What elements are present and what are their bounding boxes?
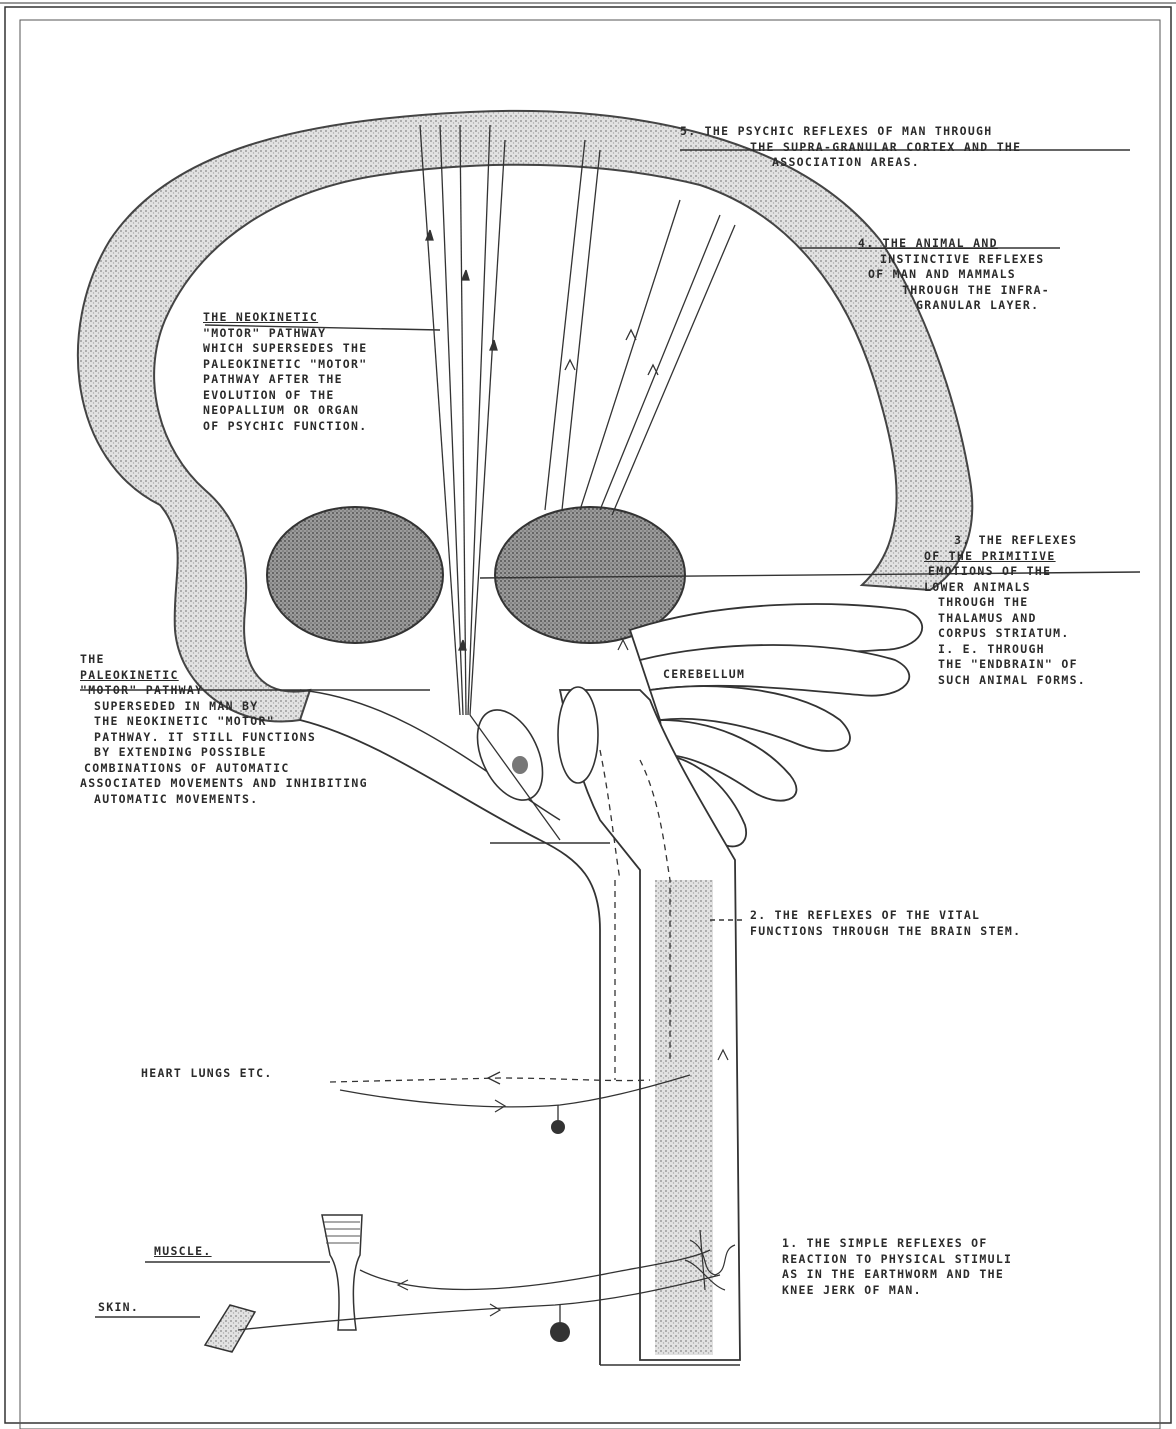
visceral-ganglion [551, 1120, 565, 1134]
subthalamic-nucleus [558, 687, 598, 783]
label-neokinetic-pathway: THE NEOKINETIC "MOTOR" PATHWAY WHICH SUP… [203, 310, 367, 434]
label-line: AUTOMATIC MOVEMENTS. [80, 792, 368, 808]
label-line: EMOTIONS OF THE [924, 564, 1086, 580]
label-line: OF MAN AND MAMMALS [858, 267, 1050, 283]
label-line: KNEE JERK OF MAN. [782, 1283, 1012, 1299]
label-line: SKIN. [98, 1300, 139, 1316]
label-line: FUNCTIONS THROUGH THE BRAIN STEM. [750, 924, 1021, 940]
label-line: PATHWAY AFTER THE [203, 372, 367, 388]
dorsal-root-ganglion [550, 1322, 570, 1342]
label-line: THE "ENDBRAIN" OF [924, 657, 1086, 673]
label-line: THE NEOKINETIC [203, 310, 367, 326]
visceral-afferent [340, 1075, 690, 1107]
label-line: NEOPALLIUM OR ORGAN [203, 403, 367, 419]
label-line: OF PSYCHIC FUNCTION. [203, 419, 367, 435]
label-line: GRANULAR LAYER. [858, 298, 1050, 314]
label-line: EVOLUTION OF THE [203, 388, 367, 404]
label-skin: SKIN. [98, 1300, 139, 1316]
label-line: THROUGH THE INFRA- [858, 283, 1050, 299]
label-line: "MOTOR" PATHWAY [203, 326, 367, 342]
red-nucleus [464, 700, 555, 811]
label-simple-reflexes: 1. THE SIMPLE REFLEXES OF REACTION TO PH… [782, 1236, 1012, 1298]
label-line: 5. THE PSYCHIC REFLEXES OF MAN THROUGH [680, 124, 1021, 140]
label-line: I. E. THROUGH [924, 642, 1086, 658]
label-animal-reflexes: 4. THE ANIMAL AND INSTINCTIVE REFLEXES O… [858, 236, 1050, 314]
label-line: COMBINATIONS OF AUTOMATIC [80, 761, 368, 777]
label-line: 3. THE REFLEXES [924, 533, 1086, 549]
label-line: "MOTOR" PATHWAY [80, 683, 368, 699]
label-line: PATHWAY. IT STILL FUNCTIONS [80, 730, 368, 746]
muscle-shape [322, 1215, 362, 1330]
label-line: THE [80, 652, 368, 668]
label-line: SUCH ANIMAL FORMS. [924, 673, 1086, 689]
label-line: PALEOKINETIC [80, 668, 368, 684]
label-line: THE SUPRA-GRANULAR CORTEX AND THE [680, 140, 1021, 156]
label-paleokinetic-pathway: THE PALEOKINETIC "MOTOR" PATHWAY SUPERSE… [80, 652, 368, 807]
label-psychic-reflexes: 5. THE PSYCHIC REFLEXES OF MAN THROUGH T… [680, 124, 1021, 171]
label-primitive-emotions: 3. THE REFLEXES OF THE PRIMITIVE EMOTION… [924, 533, 1086, 688]
label-line: OF THE PRIMITIVE [924, 549, 1086, 565]
label-line: REACTION TO PHYSICAL STIMULI [782, 1252, 1012, 1268]
label-cerebellum: CEREBELLUM [663, 667, 745, 683]
label-heart-lungs: HEART LUNGS ETC. [141, 1066, 273, 1082]
label-line: SUPERSEDED IN MAN BY [80, 699, 368, 715]
label-line: AS IN THE EARTHWORM AND THE [782, 1267, 1012, 1283]
label-line: PALEOKINETIC "MOTOR" [203, 357, 367, 373]
corpus-striatum-nucleus [267, 507, 443, 643]
thalamocortical-pathways [545, 140, 735, 515]
label-line: 4. THE ANIMAL AND [858, 236, 1050, 252]
label-line: INSTINCTIVE REFLEXES [858, 252, 1050, 268]
label-line: BY EXTENDING POSSIBLE [80, 745, 368, 761]
label-line: WHICH SUPERSEDES THE [203, 341, 367, 357]
label-line: CORPUS STRIATUM. [924, 626, 1086, 642]
label-line: MUSCLE. [154, 1244, 212, 1260]
label-line: THE NEOKINETIC "MOTOR" [80, 714, 368, 730]
label-muscle: MUSCLE. [154, 1244, 212, 1260]
label-line: 2. THE REFLEXES OF THE VITAL [750, 908, 1021, 924]
label-line: THROUGH THE [924, 595, 1086, 611]
label-line: 1. THE SIMPLE REFLEXES OF [782, 1236, 1012, 1252]
label-line: ASSOCIATED MOVEMENTS AND INHIBITING [80, 776, 368, 792]
label-line: CEREBELLUM [663, 667, 745, 683]
label-line: ASSOCIATION AREAS. [680, 155, 1021, 171]
label-line: THALAMUS AND [924, 611, 1086, 627]
label-line: LOWER ANIMALS [924, 580, 1086, 596]
label-line: HEART LUNGS ETC. [141, 1066, 273, 1082]
label-vital-functions: 2. THE REFLEXES OF THE VITAL FUNCTIONS T… [750, 908, 1021, 939]
